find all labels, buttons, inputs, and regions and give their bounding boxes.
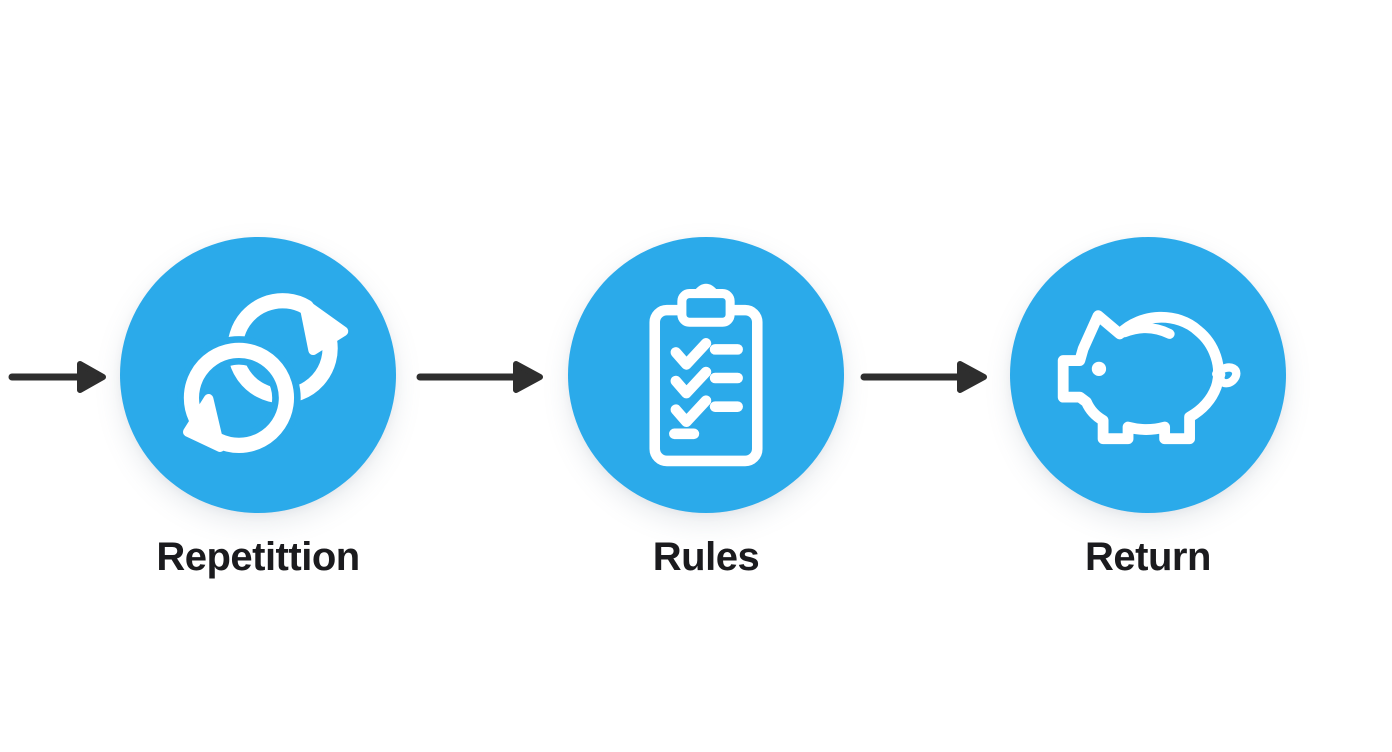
step-circle-return	[1010, 237, 1286, 513]
step-circle-rules	[568, 237, 844, 513]
step-label-rules: Rules	[652, 535, 760, 579]
incoming-arrow	[8, 361, 106, 393]
arrow-repetition-to-rules	[416, 361, 543, 393]
piggy-bank-icon	[1057, 309, 1241, 444]
checklist-clipboard-icon	[649, 283, 763, 467]
repeat-cycle-icon	[177, 293, 349, 460]
step-circle-repetition	[120, 237, 396, 513]
step-label-repetition: Repetittion	[156, 535, 360, 579]
arrow-rules-to-return	[860, 361, 987, 393]
step-label-return: Return	[1085, 535, 1211, 579]
step-rules: Rules	[568, 237, 844, 579]
step-repetition: Repetittion	[120, 237, 396, 579]
step-return: Return	[1010, 237, 1286, 579]
